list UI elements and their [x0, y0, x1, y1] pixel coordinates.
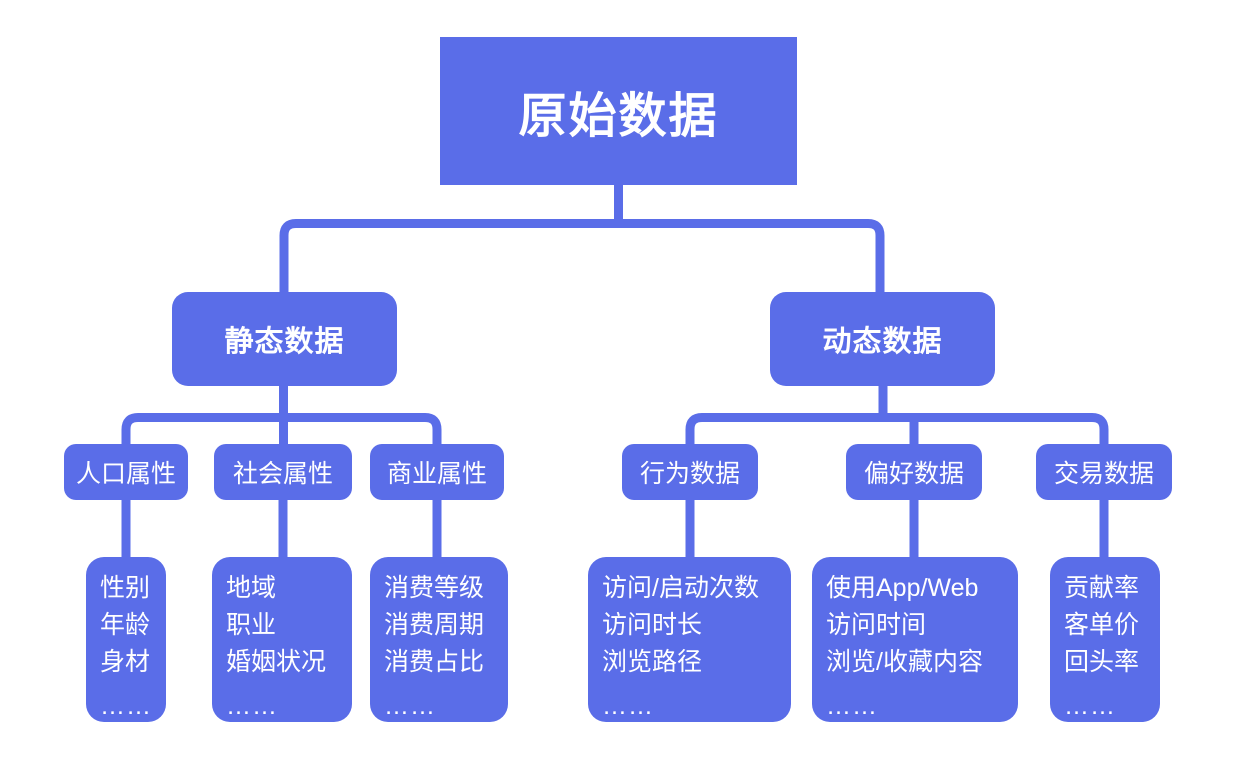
leaf-item-ellipsis: ……	[1064, 692, 1116, 720]
leaf-item: 性别	[100, 574, 151, 602]
leaf-item-ellipsis: ……	[226, 692, 278, 720]
leaf-item: 客单价	[1064, 611, 1140, 639]
branch-node-static-data: 静态数据	[172, 292, 397, 386]
leaf-item-ellipsis: ……	[100, 692, 152, 720]
category-node-label: 交易数据	[1053, 460, 1154, 488]
root-node-raw-data: 原始数据	[440, 37, 797, 185]
leaf-item: 消费占比	[384, 648, 485, 676]
category-node-label: 商业属性	[386, 460, 487, 488]
leaf-item: 职业	[226, 611, 277, 639]
category-node-label: 偏好数据	[863, 460, 964, 488]
category-node-label: 行为数据	[639, 460, 740, 488]
category-node-behavior-data: 行为数据	[622, 444, 758, 500]
leaf-item: 浏览/收藏内容	[826, 648, 983, 676]
leaf-item: 访问时间	[826, 611, 927, 639]
branch-node-label: 静态数据	[224, 326, 345, 358]
connector-root-bracket	[279, 219, 885, 292]
category-node-label: 社会属性	[232, 460, 333, 488]
category-node-preference-data: 偏好数据	[846, 444, 982, 500]
leaf-node-social-items: 地域 职业 婚姻状况 ……	[212, 557, 352, 722]
branch-node-dynamic-data: 动态数据	[770, 292, 995, 386]
category-node-transaction-data: 交易数据	[1036, 444, 1172, 500]
leaf-item: 访问/启动次数	[602, 574, 759, 602]
leaf-item-ellipsis: ……	[826, 692, 878, 720]
leaf-item: 婚姻状况	[226, 648, 327, 676]
connector-static-bracket	[121, 413, 442, 444]
category-node-label: 人口属性	[75, 460, 176, 488]
leaf-item: 回头率	[1064, 648, 1140, 676]
root-node-label: 原始数据	[518, 90, 719, 143]
category-node-commercial-attrs: 商业属性	[370, 444, 504, 500]
leaf-node-demographic-items: 性别 年龄 身材 ……	[86, 557, 166, 722]
leaf-node-commercial-items: 消费等级 消费周期 消费占比 ……	[370, 557, 508, 722]
connector-dynamic-bracket	[685, 413, 1109, 444]
leaf-node-behavior-items: 访问/启动次数 访问时长 浏览路径 ……	[588, 557, 791, 722]
leaf-item-ellipsis: ……	[384, 692, 436, 720]
leaf-item: 贡献率	[1064, 574, 1140, 602]
leaf-item: 消费等级	[384, 574, 485, 602]
leaf-item: 消费周期	[384, 611, 485, 639]
leaf-node-transaction-items: 贡献率 客单价 回头率 ……	[1050, 557, 1160, 722]
leaf-item: 年龄	[100, 611, 151, 639]
leaf-item: 浏览路径	[602, 648, 703, 676]
category-node-demographic-attrs: 人口属性	[64, 444, 188, 500]
branch-node-label: 动态数据	[822, 326, 943, 358]
leaf-item: 身材	[100, 648, 151, 676]
leaf-item: 访问时长	[602, 611, 703, 639]
category-node-social-attrs: 社会属性	[214, 444, 352, 500]
leaf-node-preference-items: 使用App/Web 访问时间 浏览/收藏内容 ……	[812, 557, 1018, 722]
leaf-item: 使用App/Web	[826, 574, 979, 602]
leaf-item-ellipsis: ……	[602, 692, 654, 720]
leaf-item: 地域	[226, 574, 277, 602]
